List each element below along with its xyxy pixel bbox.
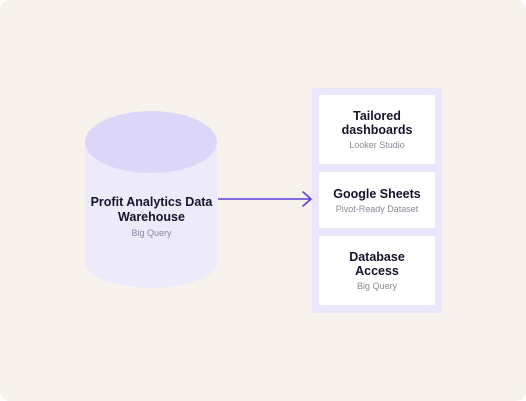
database-cylinder-body [85,142,217,288]
output-card-title: Database Access [349,250,405,278]
output-card-dashboards: Tailored dashboards Looker Studio [319,95,435,164]
output-card-subtitle: Pivot-Ready Dataset [335,203,419,214]
output-card-title: Google Sheets [333,186,421,201]
output-card-database-access: Database Access Big Query [319,236,435,305]
flow-arrow-head-icon [302,191,312,207]
output-card-sheets: Google Sheets Pivot-Ready Dataset [319,172,435,228]
warehouse-label: Profit Analytics Data Warehouse Big Quer… [88,195,215,238]
warehouse-title: Profit Analytics Data Warehouse [90,195,213,224]
database-cylinder-top [85,111,217,173]
outputs-panel: Tailored dashboards Looker Studio Google… [312,88,442,313]
output-card-subtitle: Looker Studio [349,140,405,150]
output-card-title: Tailored dashboards [341,109,413,137]
warehouse-subtitle: Big Query [131,228,172,238]
output-card-subtitle: Big Query [356,281,398,291]
